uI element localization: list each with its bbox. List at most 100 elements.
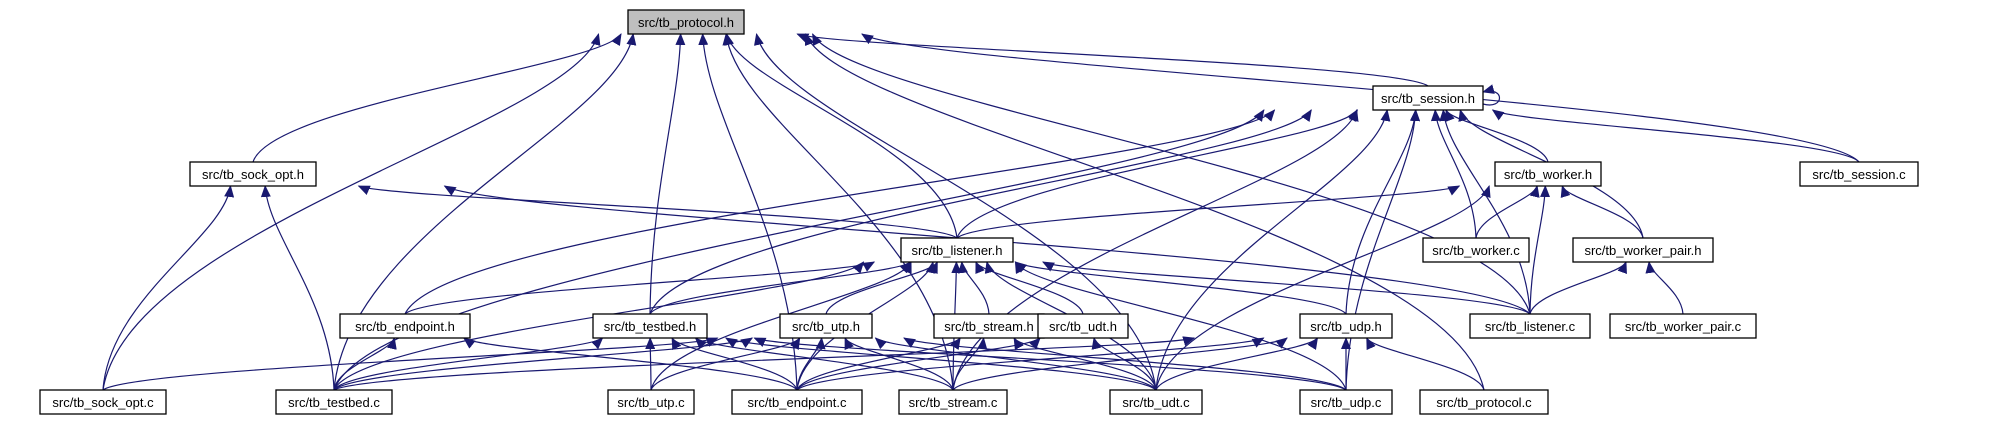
node-box	[779, 313, 873, 339]
node-worker-c[interactable]: src/tb_worker.c	[1422, 237, 1530, 263]
node-session-h[interactable]: src/tb_session.h	[1372, 85, 1484, 111]
node-label: src/tb_worker_pair.h	[1584, 243, 1701, 258]
node-label: src/tb_worker_pair.c	[1625, 319, 1742, 334]
node-label: src/tb_sock_opt.c	[52, 395, 154, 410]
node-listener-c[interactable]: src/tb_listener.c	[1469, 313, 1591, 339]
node-label: src/tb_protocol.h	[638, 15, 734, 30]
node-label: src/tb_session.h	[1381, 91, 1475, 106]
node-label: src/tb_udt.h	[1049, 319, 1117, 334]
edge-endpoint-c-to-endpoint-h	[463, 337, 798, 391]
node-box	[1609, 313, 1757, 339]
edge-worker-pair-h-to-worker-h	[1560, 185, 1644, 239]
node-endpoint-h[interactable]: src/tb_endpoint.h	[339, 313, 471, 339]
edge-udp-h-to-listener-h	[1014, 261, 1347, 315]
edge-udt-h-to-listener-h	[975, 261, 1084, 315]
node-udt-c[interactable]: src/tb_udt.c	[1109, 389, 1203, 415]
edge-session-h-to-protocol-h	[796, 33, 1429, 87]
node-box	[900, 237, 1014, 263]
node-label: src/tb_protocol.c	[1436, 395, 1532, 410]
edge-testbed-c-to-endpoint-h	[333, 337, 397, 391]
node-box	[898, 389, 1008, 415]
edge-listener-c-to-worker-h	[1529, 185, 1551, 315]
node-protocol-h[interactable]: src/tb_protocol.h	[627, 9, 745, 35]
node-worker-h[interactable]: src/tb_worker.h	[1494, 161, 1602, 187]
node-listener-h[interactable]: src/tb_listener.h	[900, 237, 1014, 263]
node-box	[933, 313, 1045, 339]
edge-worker-c-to-worker-h	[1475, 185, 1540, 239]
edge-stream-h-to-listener-h	[957, 261, 990, 315]
edge-testbed-c-to-utp-h	[333, 337, 754, 391]
node-label: src/tb_testbed.c	[288, 395, 380, 410]
edge-testbed-c-to-testbed-h	[333, 337, 604, 391]
node-endpoint-c[interactable]: src/tb_endpoint.c	[731, 389, 863, 415]
edge-worker-c-to-session-h	[1430, 109, 1477, 239]
edge-testbed-c-to-sock-opt-h	[260, 185, 335, 391]
node-label: src/tb_listener.h	[911, 243, 1002, 258]
node-box	[1419, 389, 1549, 415]
edge-listener-c-to-listener-h	[1042, 261, 1531, 315]
edge-udt-c-to-protocol-h	[754, 33, 1157, 391]
node-worker-pair-h[interactable]: src/tb_worker_pair.h	[1572, 237, 1714, 263]
edge-worker-pair-c-to-worker-pair-h	[1645, 261, 1684, 315]
node-box	[607, 389, 695, 415]
edge-utp-c-to-testbed-h	[645, 337, 656, 391]
node-label: src/tb_testbed.h	[604, 319, 697, 334]
edge-endpoint-c-to-udp-h	[796, 337, 1265, 391]
node-label: src/tb_sock_opt.h	[202, 167, 304, 182]
node-box	[1109, 389, 1203, 415]
edge-listener-h-to-session-h	[956, 109, 1358, 239]
file-nodes: src/tb_protocol.h src/tb_session.h src/tb_…	[39, 9, 1919, 415]
node-sock-opt-c[interactable]: src/tb_sock_opt.c	[39, 389, 167, 415]
node-udp-c[interactable]: src/tb_udp.c	[1299, 389, 1393, 415]
node-utp-h[interactable]: src/tb_utp.h	[779, 313, 873, 339]
node-udt-h[interactable]: src/tb_udt.h	[1037, 313, 1129, 339]
edge-session-h-to-session-h	[1482, 84, 1500, 106]
node-box	[1299, 313, 1393, 339]
edge-stream-c-to-stream-h	[952, 337, 988, 391]
node-label: src/tb_utp.c	[617, 395, 685, 410]
node-label: src/tb_utp.h	[792, 319, 860, 334]
edge-udt-c-to-stream-h	[1013, 337, 1157, 391]
edge-endpoint-h-to-session-h	[404, 109, 1276, 315]
node-utp-c[interactable]: src/tb_utp.c	[607, 389, 695, 415]
node-label: src/tb_udp.h	[1310, 319, 1382, 334]
edge-udt-c-to-utp-h	[874, 337, 1157, 391]
edge-protocol-c-to-protocol-h	[805, 33, 1485, 391]
node-box	[627, 9, 745, 35]
edge-udp-c-to-testbed-h	[753, 337, 1347, 391]
node-session-c[interactable]: src/tb_session.c	[1799, 161, 1919, 187]
edge-stream-c-to-udp-h	[952, 337, 1288, 391]
edge-listener-h-to-protocol-h	[724, 33, 958, 239]
node-label: src/tb_listener.c	[1485, 319, 1576, 334]
edge-testbed-c-to-udp-h	[333, 336, 1196, 391]
edge-sock-opt-c-to-utp-h	[102, 337, 719, 391]
edge-listener-h-to-worker-h	[956, 185, 1461, 239]
node-stream-h[interactable]: src/tb_stream.h	[933, 313, 1045, 339]
node-label: src/tb_worker.c	[1432, 243, 1520, 258]
node-box	[189, 161, 317, 187]
node-testbed-h[interactable]: src/tb_testbed.h	[592, 313, 708, 339]
edge-udp-h-to-session-h	[1345, 109, 1420, 315]
edge-session-c-to-session-h	[1491, 109, 1860, 163]
node-label: src/tb_endpoint.c	[747, 395, 847, 410]
node-box	[1037, 313, 1129, 339]
edge-udp-c-to-session-h	[1345, 109, 1421, 391]
edge-endpoint-c-to-utp-h	[796, 337, 826, 391]
edge-udt-c-to-testbed-h	[725, 337, 1157, 391]
node-testbed-c[interactable]: src/tb_testbed.c	[275, 389, 393, 415]
node-box	[1469, 313, 1591, 339]
node-box	[1494, 161, 1602, 187]
edge-utp-c-to-utp-h	[650, 337, 801, 391]
edge-udp-c-to-listener-h	[1014, 261, 1347, 391]
node-worker-pair-c[interactable]: src/tb_worker_pair.c	[1609, 313, 1757, 339]
node-sock-opt-h[interactable]: src/tb_sock_opt.h	[189, 161, 317, 187]
node-stream-c[interactable]: src/tb_stream.c	[898, 389, 1008, 415]
node-box	[39, 389, 167, 415]
node-label: src/tb_stream.h	[944, 319, 1034, 334]
node-protocol-c[interactable]: src/tb_protocol.c	[1419, 389, 1549, 415]
edge-listener-h-to-sock-opt-h	[357, 185, 958, 239]
node-label: src/tb_worker.h	[1504, 167, 1592, 182]
node-udp-h[interactable]: src/tb_udp.h	[1299, 313, 1393, 339]
edge-endpoint-c-to-testbed-h	[671, 337, 798, 391]
edge-udt-c-to-udp-h	[1155, 337, 1319, 391]
